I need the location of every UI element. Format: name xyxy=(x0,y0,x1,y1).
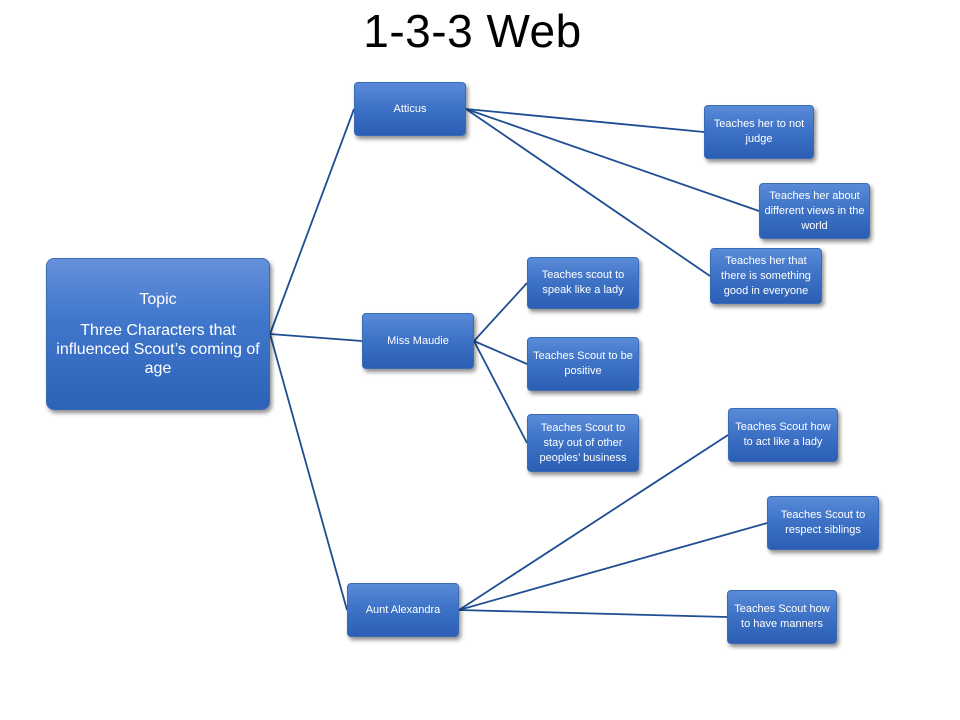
topic-text: Three Characters that influenced Scout’s… xyxy=(56,322,260,377)
link-topic-miss-maudie xyxy=(269,333,363,342)
atticus-lesson-2: Teaches her about different views in the… xyxy=(759,183,870,239)
link-atticus-lesson-1 xyxy=(465,108,705,133)
link-topic-atticus xyxy=(269,108,355,335)
atticus-lesson-3: Teaches her that there is something good… xyxy=(710,248,822,304)
link-atticus-lesson-2 xyxy=(465,108,760,212)
link-atticus-lesson-3 xyxy=(465,108,711,277)
character-box-miss-maudie: Miss Maudie xyxy=(362,313,474,369)
topic-box: Topic Three Characters that influenced S… xyxy=(46,258,270,410)
link-aunt-alexandra-lesson-2 xyxy=(458,522,768,611)
miss-maudie-lesson-2: Teaches Scout to be positive xyxy=(527,337,639,391)
character-box-aunt-alexandra: Aunt Alexandra xyxy=(347,583,459,637)
aunt-alexandra-lesson-3: Teaches Scout how to have manners xyxy=(727,590,837,644)
link-topic-aunt-alexandra xyxy=(269,333,348,611)
miss-maudie-lesson-1: Teaches scout to speak like a lady xyxy=(527,257,639,309)
miss-maudie-lesson-3: Teaches Scout to stay out of other peopl… xyxy=(527,414,639,472)
link-aunt-alexandra-lesson-3 xyxy=(458,609,728,618)
link-miss-maudie-lesson-2 xyxy=(473,340,528,365)
aunt-alexandra-lesson-1: Teaches Scout how to act like a lady xyxy=(728,408,838,462)
character-box-atticus: Atticus xyxy=(354,82,466,136)
link-miss-maudie-lesson-3 xyxy=(473,340,528,444)
topic-heading: Topic xyxy=(139,291,177,308)
link-miss-maudie-lesson-1 xyxy=(473,282,528,342)
link-aunt-alexandra-lesson-1 xyxy=(458,434,729,611)
aunt-alexandra-lesson-2: Teaches Scout to respect siblings xyxy=(767,496,879,550)
diagram-title: 1-3-3 Web xyxy=(363,5,582,57)
atticus-lesson-1: Teaches her to not judge xyxy=(704,105,814,159)
